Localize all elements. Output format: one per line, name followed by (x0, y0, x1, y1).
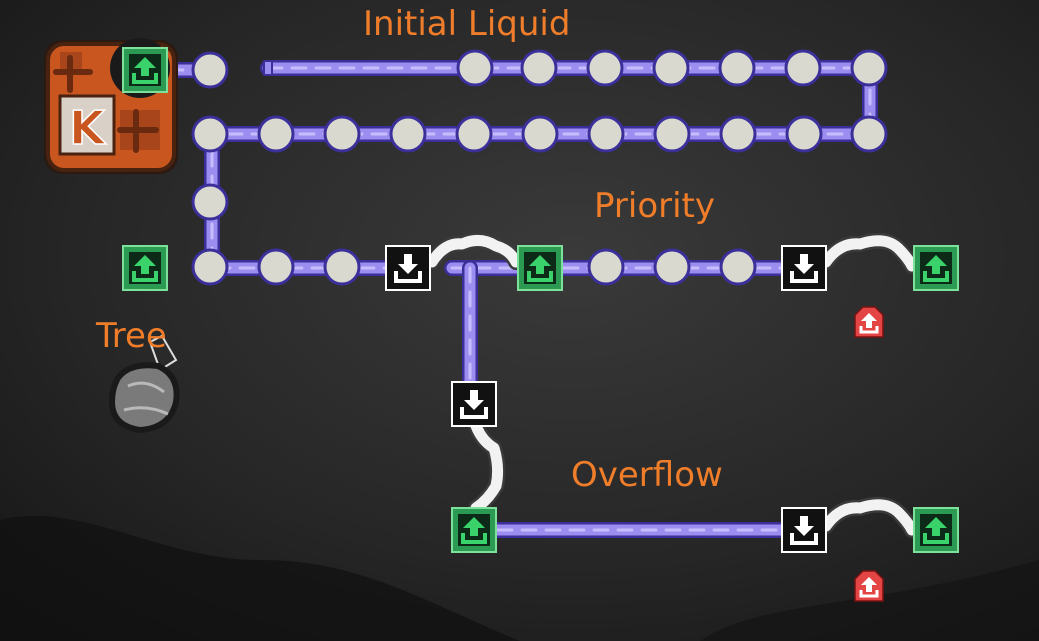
liquid-bubble (520, 49, 558, 87)
terrain-shadow (0, 515, 520, 641)
output-port-icon[interactable] (912, 244, 960, 292)
liquid-bubble (653, 248, 691, 286)
output-port-icon[interactable] (121, 46, 169, 94)
liquid-bubble (652, 49, 690, 87)
pipe-end-cap (263, 60, 273, 76)
tree[interactable] (108, 334, 180, 434)
liquid-bubble (456, 49, 494, 87)
input-port-icon[interactable] (780, 506, 828, 554)
liquid-bubbles (191, 49, 888, 286)
liquid-bubble (719, 115, 757, 153)
bridge-segment (468, 414, 504, 514)
red-output-port-icon[interactable] (853, 305, 885, 339)
liquid-bubble (323, 115, 361, 153)
liquid-bubble (191, 183, 229, 221)
liquid-bubble (850, 49, 888, 87)
bridge-segment (820, 235, 918, 272)
liquid-bubble (191, 248, 229, 286)
liquid-bubble (455, 115, 493, 153)
liquid-bubble (257, 115, 295, 153)
label-priority: Priority (594, 186, 716, 226)
building-letter: K (69, 101, 107, 155)
liquid-bubble (784, 49, 822, 87)
liquid-bubble (389, 115, 427, 153)
bridge-segments (424, 232, 920, 538)
liquid-bubble (521, 115, 559, 153)
input-port-icon[interactable] (450, 380, 498, 428)
input-port-icon[interactable] (780, 244, 828, 292)
liquid-bubble (850, 115, 888, 153)
liquid-bubble (257, 248, 295, 286)
label-overflow: Overflow (571, 455, 723, 495)
liquid-bubble (587, 115, 625, 153)
input-port-icon[interactable] (384, 244, 432, 292)
bridge-segment (426, 235, 522, 268)
liquid-bubble (719, 248, 757, 286)
red-output-port-icon[interactable] (853, 569, 885, 603)
label-tree: Tree (96, 316, 167, 356)
liquid-bubble (718, 49, 756, 87)
output-port-icon[interactable] (912, 506, 960, 554)
liquid-bubble (587, 248, 625, 286)
liquid-bubble (785, 115, 823, 153)
bridge-segment (820, 499, 918, 536)
liquid-bubble (323, 248, 361, 286)
liquid-bubble (653, 115, 691, 153)
liquid-bubble (191, 51, 229, 89)
label-initial-liquid: Initial Liquid (363, 4, 571, 44)
output-port-icon[interactable] (121, 244, 169, 292)
liquid-bubble (191, 115, 229, 153)
output-port-icon[interactable] (516, 244, 564, 292)
liquid-bubble (586, 49, 624, 87)
output-port-icon[interactable] (450, 506, 498, 554)
